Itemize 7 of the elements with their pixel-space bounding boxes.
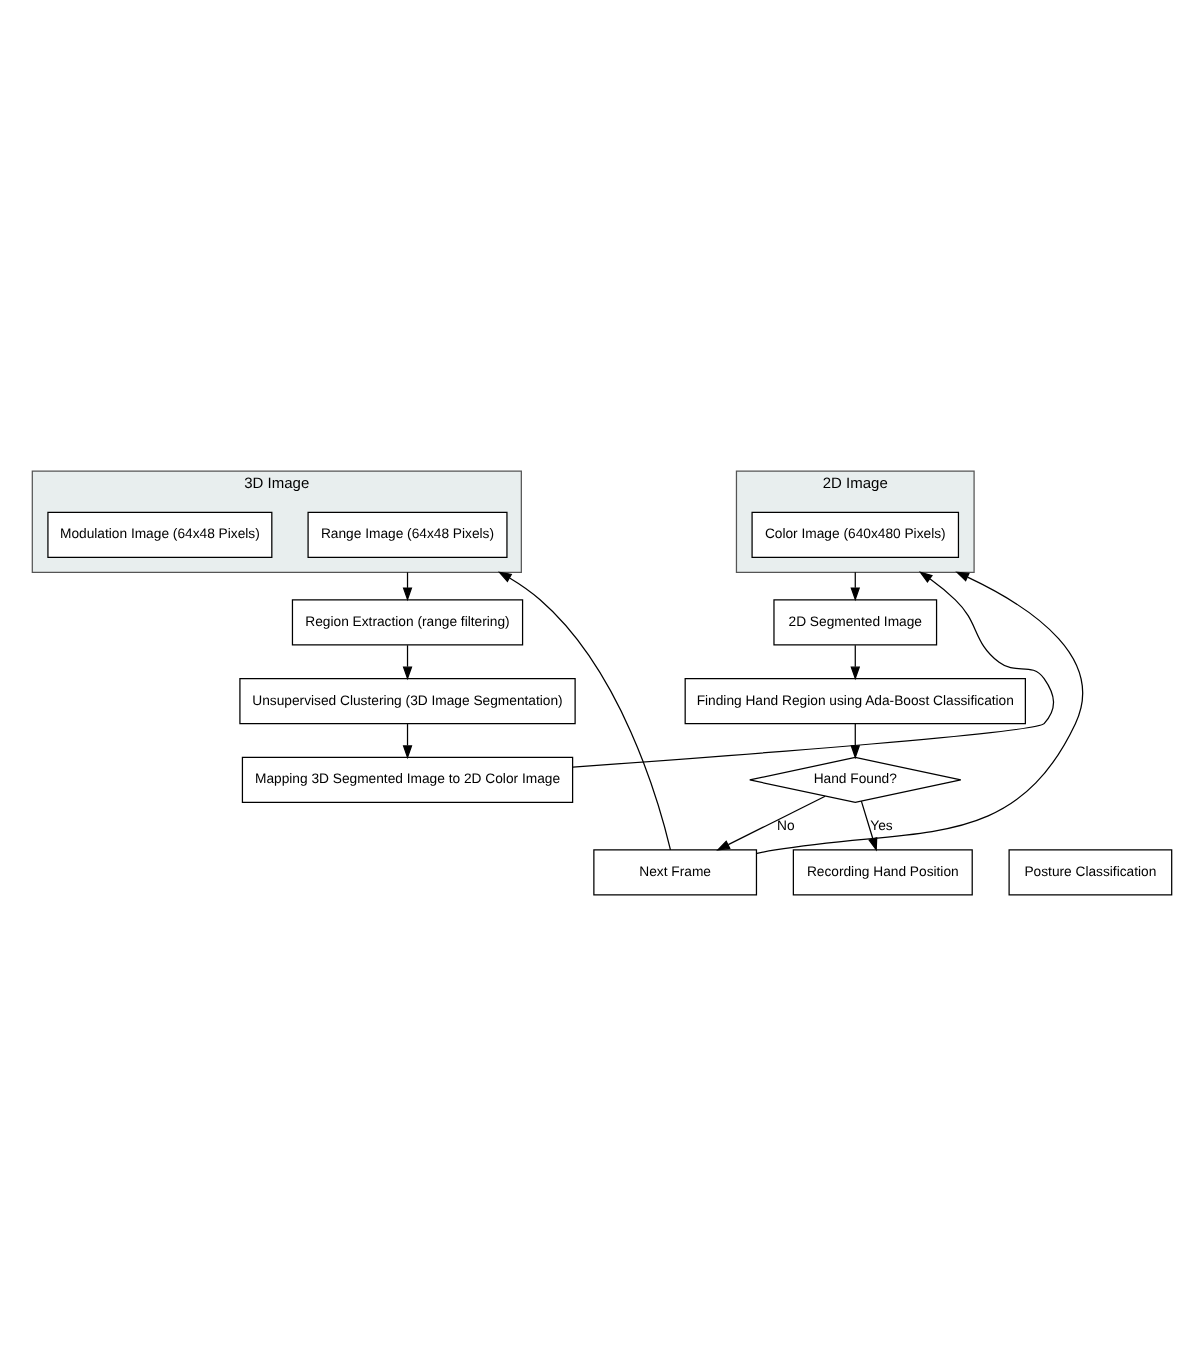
arrow bbox=[497, 570, 672, 850]
arrow bbox=[850, 643, 861, 680]
arrow bbox=[860, 799, 878, 851]
arrow bbox=[402, 722, 413, 759]
arrow bbox=[402, 643, 413, 680]
arrow bbox=[850, 722, 861, 759]
arrow bbox=[716, 794, 826, 850]
